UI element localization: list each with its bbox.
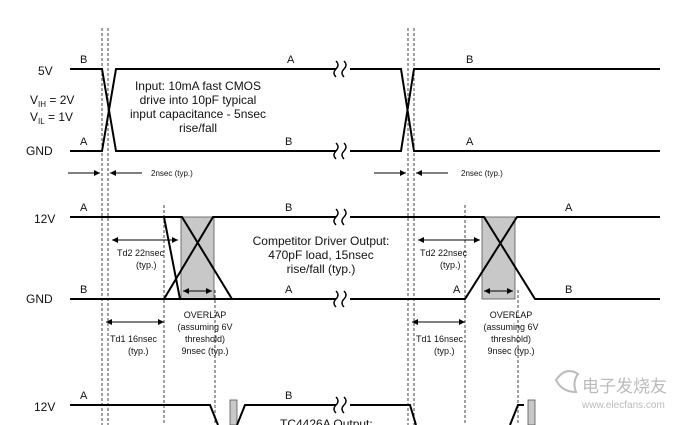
competitor-note-line: 470pF load, 15nsec (268, 248, 373, 262)
input-note-line: drive into 10pF typical (140, 93, 257, 107)
overlap-note-line: 9nsec (typ.) (181, 346, 228, 356)
skew-arrow-right (374, 170, 448, 176)
break-mark (333, 396, 339, 414)
tc-trace-left-rising (236, 404, 336, 425)
overlap-note-line: threshold) (491, 334, 531, 344)
vih-label: VIH = 2V (30, 93, 74, 109)
tc-shade-left (229, 399, 238, 425)
competitor-label-b-right: B (565, 284, 572, 296)
rail-label-12v-competitor: 12V (34, 212, 55, 226)
break-mark (333, 290, 339, 308)
break-mark (333, 60, 339, 78)
overlap-note-line: (assuming 6V (177, 322, 232, 332)
break-mark (341, 142, 347, 160)
competitor-trace-a (70, 216, 233, 300)
rail-label-gnd-competitor: GND (26, 292, 53, 306)
input-note-line: Input: 10mA fast CMOS (135, 79, 261, 93)
td2-arrow-right (418, 237, 480, 243)
input-note-line: input capacitance - 5nsec (130, 107, 266, 121)
input-trace-right-2 (350, 68, 660, 152)
td1-arrow-left (106, 319, 164, 325)
input-trace-a-to-b (70, 68, 336, 152)
td2-label-left: Td2 22nsec (117, 248, 165, 258)
input-note: Input: 10mA fast CMOS drive into 10pF ty… (130, 79, 266, 135)
td1-label-left-typ: (typ.) (128, 346, 149, 356)
input-label-b-mid: B (285, 136, 292, 148)
overlap-note-line: OVERLAP (184, 310, 227, 320)
skew-label-right: 2nsec (typ.) (461, 169, 503, 178)
competitor-trace-right-rising (350, 216, 660, 300)
td2-label-left-typ: (typ.) (136, 260, 157, 270)
td2-label-right-typ: (typ.) (440, 260, 461, 270)
competitor-waveform (70, 208, 660, 308)
competitor-label-a-mid: A (285, 284, 293, 296)
input-note-line: rise/fall (179, 121, 217, 135)
td2-label-right: Td2 22nsec (420, 248, 468, 258)
break-mark (341, 208, 347, 226)
competitor-label-b-left: B (80, 284, 87, 296)
input-label-a-left: A (80, 136, 88, 148)
competitor-label-a-right: A (565, 202, 573, 214)
overlap-note-line: threshold) (185, 334, 225, 344)
rail-label-gnd-input: GND (26, 144, 53, 158)
competitor-note-line: rise/fall (typ.) (287, 262, 356, 276)
input-trace-right-1 (350, 68, 660, 152)
break-mark (333, 208, 339, 226)
input-waveform (70, 60, 660, 160)
tc-label-b-mid: B (285, 390, 292, 402)
overlap-note-line: 9nsec (typ.) (487, 346, 534, 356)
competitor-label-b-mid: B (285, 202, 292, 214)
overlap-arrow-right (484, 288, 513, 294)
input-label-a-mid: A (287, 54, 295, 66)
tc-trace-left-falling (70, 404, 219, 425)
input-label-a-right: A (466, 136, 474, 148)
td1-label-right: Td1 16nsec (416, 334, 464, 344)
watermark-cn: 电子发烧友 (582, 377, 667, 396)
competitor-trace-b (163, 216, 336, 300)
competitor-label-a-left: A (80, 202, 88, 214)
td1-label-right-typ: (typ.) (434, 346, 455, 356)
overlap-region-left (180, 216, 215, 300)
overlap-note-left: OVERLAP (assuming 6V threshold) 9nsec (t… (177, 310, 232, 356)
break-mark (333, 142, 339, 160)
competitor-trace-right-falling (350, 216, 660, 300)
tc-note-partial: TC4426A Output: (280, 417, 373, 425)
tc-trace-right-rising (509, 404, 524, 425)
td1-arrow-right (412, 319, 465, 325)
watermark-logo-icon (554, 370, 580, 394)
watermark-url: www.elecfans.com (581, 400, 665, 411)
break-mark (341, 396, 347, 414)
overlap-note-right: OVERLAP (assuming 6V threshold) 9nsec (t… (483, 310, 538, 356)
competitor-note: Competitor Driver Output: 470pF load, 15… (253, 234, 390, 276)
tc-shade-right (527, 399, 536, 425)
competitor-note-line: Competitor Driver Output: (253, 234, 390, 248)
input-label-b-left: B (80, 54, 87, 66)
input-label-b-right: B (466, 54, 473, 66)
elecfans-watermark: 电子发烧友 www.elecfans.com (554, 370, 667, 411)
vil-label: VIL = 1V (30, 110, 73, 126)
break-mark (341, 60, 347, 78)
tc-trace-right-falling (350, 404, 417, 425)
overlap-note-line: (assuming 6V (483, 322, 538, 332)
skew-label-left: 2nsec (typ.) (151, 169, 193, 178)
skew-arrow-left (68, 170, 142, 176)
tc-waveform (70, 396, 524, 425)
overlap-arrow-left (183, 288, 212, 294)
tc-label-a-left: A (80, 390, 88, 402)
td1-label-left: Td1 16nsec (110, 334, 158, 344)
overlap-note-line: OVERLAP (490, 310, 533, 320)
competitor-label-a-right-low: A (453, 284, 461, 296)
rail-label-12v-tc: 12V (34, 400, 55, 414)
break-mark (341, 290, 347, 308)
rail-label-5v: 5V (38, 64, 53, 78)
td2-arrow-left (112, 237, 178, 243)
